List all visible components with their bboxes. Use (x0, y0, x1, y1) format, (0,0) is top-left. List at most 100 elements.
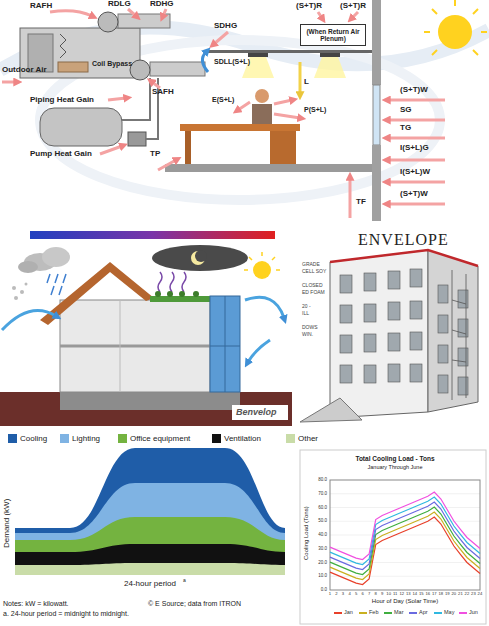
benvelop-house (60, 300, 210, 392)
callout-text: CELL SOY (302, 269, 326, 274)
heat-gain-arrow (388, 181, 445, 184)
benvelop-house (40, 262, 154, 325)
tick-label: 16 (425, 592, 430, 596)
benvelop-house (152, 245, 248, 271)
tick-label: 5 (355, 592, 357, 596)
axis-title: Hour of Day (Solar Time) (372, 598, 438, 604)
envelope-building (458, 348, 468, 366)
heat-gain-label: TG (400, 124, 411, 132)
tick-label: 8 (374, 592, 376, 596)
benvelop-house (210, 296, 240, 392)
tick-label: 24 (478, 592, 483, 596)
panel-title: ENVELOPE (358, 232, 449, 248)
load-components-panel (473, 50, 478, 55)
benvelop-house (249, 257, 252, 260)
benvelop-house (150, 296, 210, 302)
office-room (270, 131, 296, 164)
benvelop-house (51, 286, 54, 295)
envelope-building (295, 226, 489, 426)
envelope-building (438, 345, 448, 363)
cooling-load-chart (300, 450, 486, 624)
heat-gain-arrow (388, 203, 445, 206)
cooling-load-chart (330, 492, 480, 559)
tick-label: 3 (342, 592, 344, 596)
benvelop-house (0, 226, 292, 426)
tick-label: 20.0 (318, 560, 327, 565)
tick-label: 80.0 (318, 478, 327, 483)
legend-text: Ventilation (224, 435, 261, 443)
envelope-building (364, 273, 376, 291)
benvelop-house (12, 283, 28, 301)
tick-label: 22 (465, 592, 470, 596)
legend-line (334, 612, 342, 614)
office-room (373, 85, 380, 145)
benvelop-house (20, 290, 24, 294)
load-components-panel (454, 0, 456, 6)
heat-gain-arrow (352, 12, 358, 18)
envelope-building (410, 332, 422, 350)
envelope-building (438, 375, 448, 393)
envelope-building (340, 305, 352, 323)
load-components-panel (424, 0, 487, 55)
benvelop-house (155, 291, 161, 297)
air-handler (150, 62, 205, 76)
office-room (180, 124, 300, 131)
heat-gain-label: TP (150, 150, 160, 158)
benvelop-house (272, 257, 275, 260)
air-handler (58, 62, 88, 72)
envelope-building (452, 270, 466, 400)
heat-gain-label: I(S+L)G (400, 144, 429, 152)
heat-gain-label: I(S+L)W (400, 168, 430, 176)
benvelop-house (170, 272, 174, 292)
heat-gain-label: SDLL(S+L) (214, 58, 250, 65)
benvelop-house (2, 297, 284, 362)
tick-label: 14 (412, 592, 417, 596)
latent-load-arrow (202, 52, 208, 72)
office-room (372, 145, 381, 221)
benvelop-house (167, 291, 173, 297)
heat-gain-arrow (318, 12, 322, 18)
callout-text: DOWS (302, 325, 318, 330)
heat-gain-arrow (108, 98, 126, 100)
heat-gain-label: RDLG (108, 0, 131, 8)
heat-gain-arrow (349, 178, 352, 218)
envelope-building (452, 270, 466, 400)
legend-line (459, 612, 467, 614)
tick-label: 17 (432, 592, 437, 596)
legend-text: Cooling (20, 435, 47, 443)
callout-text: GRADE (302, 262, 320, 267)
air-handler (118, 14, 170, 28)
tick-label: 0.0 (321, 588, 327, 593)
benvelop-house (55, 274, 58, 283)
legend-swatch (118, 434, 127, 443)
tick-label: 50.0 (318, 519, 327, 524)
chart-note: Notes: kW = kilowatt. (3, 600, 69, 607)
heat-gain-arrow (388, 137, 445, 140)
benvelop-house (225, 296, 226, 392)
benvelop-house (158, 272, 186, 292)
envelope-building (388, 333, 400, 351)
office-room (314, 57, 346, 78)
envelope-building (388, 271, 400, 289)
envelope-building (458, 319, 468, 337)
heat-gain-arrow (100, 146, 122, 154)
stacked-area-chart (15, 448, 285, 575)
legend-swatch (60, 434, 69, 443)
legend-line (359, 612, 367, 614)
legend-text: May (444, 610, 454, 616)
benvelop-house (60, 345, 210, 348)
axis-title: Cooling Load (Tons) (303, 506, 309, 560)
benvelop-house (245, 297, 284, 318)
tick-label: 60.0 (318, 505, 327, 510)
callout-text: CLOSED (302, 283, 323, 288)
envelope-building (410, 301, 422, 319)
chiller-plant (128, 132, 146, 146)
light-arrow (299, 62, 302, 94)
heat-gain-label: Piping Heat Gain (30, 96, 94, 104)
legend-swatch (286, 434, 295, 443)
office-room (320, 53, 340, 57)
benvelop-house (12, 286, 16, 290)
air-handler (60, 34, 66, 58)
tick-label: 7 (368, 592, 370, 596)
